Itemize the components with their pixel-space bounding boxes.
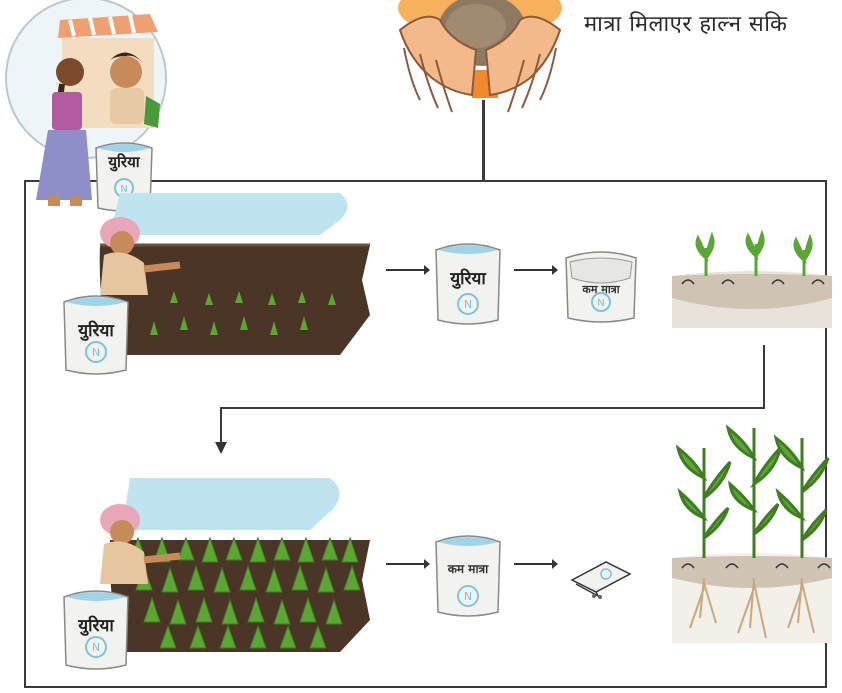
svg-text:N: N	[464, 298, 472, 311]
urea-bag-half: N कम मात्रा	[562, 248, 640, 324]
small-bag-label: कम मात्रा	[572, 282, 630, 297]
crop-plant-icon	[672, 228, 832, 328]
svg-text:N: N	[92, 346, 100, 359]
urea-bag-farmer-row2: N युरिया	[60, 585, 132, 671]
connector-line	[220, 407, 222, 443]
urea-bag-partial: N कम मात्रा	[432, 530, 504, 618]
small-bag-label: कम मात्रा	[438, 560, 498, 577]
connector-line	[763, 345, 765, 409]
arrow-icon	[384, 262, 432, 278]
arrow-icon	[213, 440, 229, 456]
urea-bag-label: युरिया	[436, 266, 500, 289]
urea-bag-full: N युरिया	[432, 238, 504, 326]
connector-line	[220, 407, 765, 409]
urea-bag-label: युरिया	[64, 613, 128, 636]
header-text: मात्रा मिलाएर हाल्न सकि	[584, 8, 787, 38]
arrow-icon	[384, 556, 432, 572]
urea-bag-label: युरिया	[96, 152, 152, 172]
connector-line	[482, 100, 485, 182]
arrow-icon	[512, 556, 560, 572]
svg-text:N: N	[597, 298, 604, 309]
urea-bag-label: युरिया	[64, 318, 128, 341]
svg-text:N: N	[92, 641, 100, 654]
svg-text:N: N	[464, 590, 472, 603]
root-icon	[672, 418, 832, 643]
empty-bag-icon	[566, 556, 638, 600]
urea-bag-farmer-row1: N युरिया	[60, 290, 132, 376]
hands-with-soil-icon	[380, 0, 580, 125]
arrow-icon	[512, 262, 560, 278]
